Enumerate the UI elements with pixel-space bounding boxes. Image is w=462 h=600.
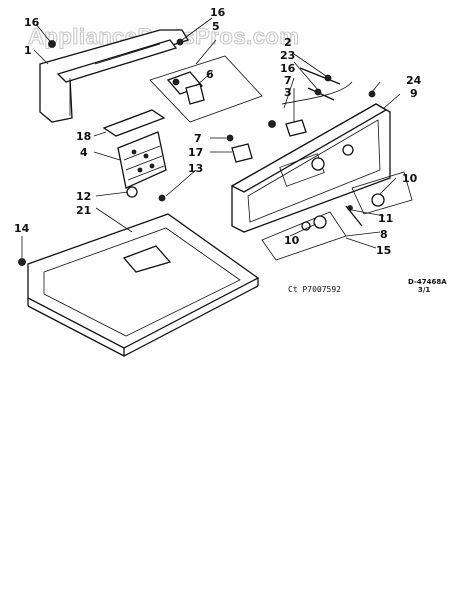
callout-labels: 16 1 16 5 6 2 23 16 7 3 24 9 18 4 7 17 1… [14,6,422,257]
label-8: 8 [380,228,388,241]
terminal-block-part [149,55,263,123]
label-21: 21 [76,204,91,217]
label-4: 4 [80,146,88,159]
label-17: 17 [188,146,203,159]
diagram-code: D-47468A [408,278,447,286]
label-3: 3 [284,86,292,99]
label-13: 13 [188,162,203,175]
diagram-code-sub: 3/1 [418,286,430,294]
screw-cluster-part [268,67,353,137]
cover-plate-part [102,109,167,189]
label-6: 6 [206,68,214,81]
label-24: 24 [406,74,422,87]
label-10: 10 [284,234,300,247]
diagram-caption: Ct P7007592 [288,285,341,294]
label-7: 7 [194,132,202,145]
label-1: 1 [24,44,32,57]
label-16: 16 [280,62,296,75]
top-cabinet-part [18,213,260,357]
label-12: 12 [76,190,91,203]
label-23: 23 [280,49,295,62]
label-15: 15 [376,244,391,257]
control-console-part [230,90,391,233]
label-9: 9 [410,87,418,100]
label-7: 7 [284,74,292,87]
label-16: 16 [210,6,226,19]
label-14: 14 [14,222,30,235]
label-5: 5 [212,20,220,33]
clip-part [126,134,253,202]
leader-lines [21,17,401,258]
label-16: 16 [24,16,40,29]
label-18: 18 [76,130,91,143]
label-10: 10 [402,172,418,185]
label-11: 11 [378,212,393,225]
label-2: 2 [284,36,292,49]
